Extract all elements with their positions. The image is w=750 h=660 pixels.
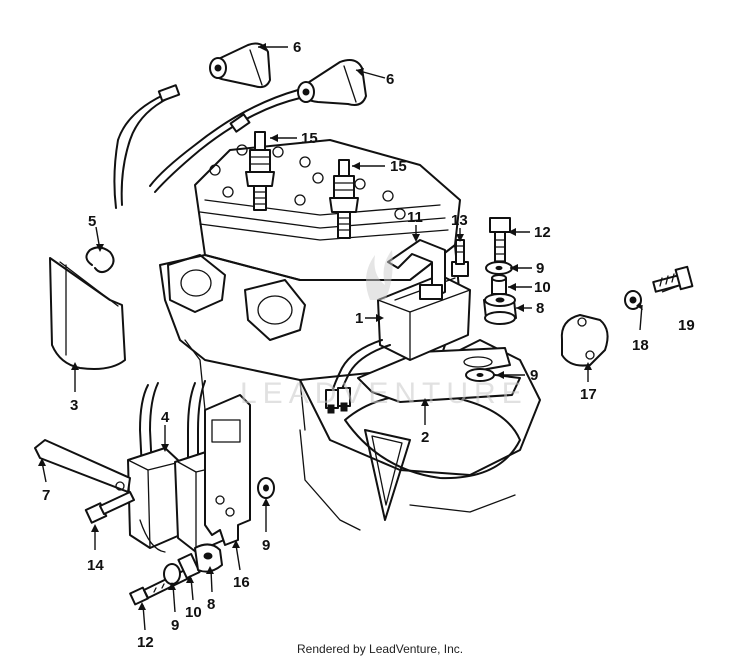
washer-9-bracket	[257, 477, 275, 499]
callout-8-lower: 8	[207, 596, 215, 613]
callout-11: 11	[407, 209, 423, 226]
callout-9-right: 9	[536, 260, 544, 277]
callout-7: 7	[42, 487, 50, 504]
spacer-10-right	[491, 274, 507, 295]
callout-9-bracket: 9	[262, 537, 270, 554]
heat-shield	[49, 257, 126, 370]
callout-9-plate: 9	[530, 367, 538, 384]
grommet-8-right	[483, 293, 517, 325]
ht-wire-left	[113, 84, 181, 209]
callout-6-right: 6	[386, 71, 394, 88]
cdi-wire-harness	[325, 339, 391, 414]
spark-plug-cap-right	[297, 59, 367, 106]
callout-2: 2	[421, 429, 429, 446]
callout-17: 17	[580, 386, 597, 403]
callout-12-right: 12	[534, 224, 551, 241]
callout-19: 19	[678, 317, 695, 334]
callout-13: 13	[451, 212, 468, 229]
callout-10-right: 10	[534, 279, 551, 296]
bolt-19	[652, 265, 694, 293]
callout-12-lower: 12	[137, 634, 154, 651]
ht-wire-right	[149, 89, 301, 193]
callout-labels: 6 6 15 15 5 13 11 12 9 10 8 1 19 18 17 9…	[42, 39, 695, 651]
bolt-14	[84, 491, 135, 524]
bolt-13	[451, 239, 469, 277]
callout-15-left: 15	[301, 130, 318, 147]
callout-18: 18	[632, 337, 649, 354]
washer-18	[624, 290, 642, 310]
watermark: LEADVENTURE	[240, 250, 528, 410]
callout-4: 4	[161, 409, 170, 426]
lever-7	[34, 439, 131, 493]
callout-3: 3	[70, 397, 78, 414]
clip-5	[85, 246, 115, 274]
callout-14: 14	[87, 557, 104, 574]
spark-plug-cap-left	[209, 42, 271, 89]
callout-8-right: 8	[536, 300, 544, 317]
callout-16: 16	[233, 574, 250, 591]
coil-wires	[139, 380, 206, 471]
spark-plug-left	[245, 131, 275, 211]
washer-9-plate	[465, 368, 495, 382]
callout-6-left: 6	[293, 39, 301, 56]
callout-5: 5	[88, 213, 96, 230]
callout-15-right: 15	[390, 158, 407, 175]
coil-bracket	[204, 394, 251, 546]
callout-1: 1	[355, 310, 363, 327]
spark-plug-right	[329, 159, 359, 239]
cdi-bracket	[387, 239, 446, 300]
callout-9-lower: 9	[171, 617, 179, 634]
footer-credit: Rendered by LeadVenture, Inc.	[297, 642, 463, 656]
cover-plate	[560, 314, 609, 367]
bolt-12-right	[489, 217, 511, 267]
callout-10-lower: 10	[185, 604, 202, 621]
leader-lines	[38, 43, 679, 631]
watermark-text: LEADVENTURE	[240, 377, 528, 410]
washer-9-right	[485, 261, 513, 275]
